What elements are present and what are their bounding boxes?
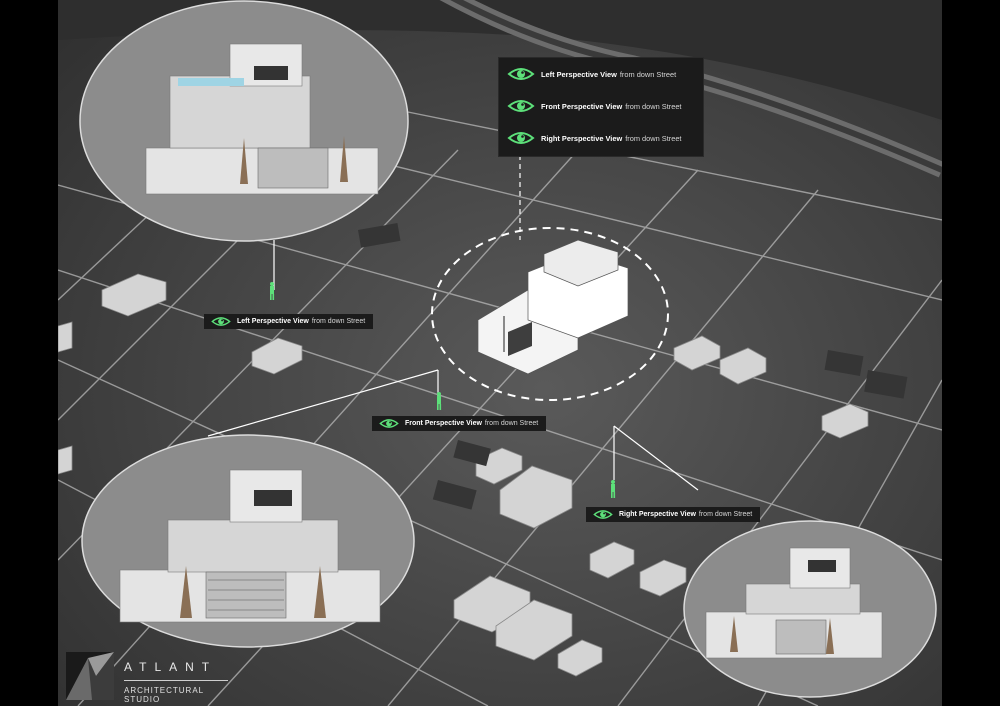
front-view-label: Front Perspective View from down Street: [372, 416, 547, 431]
left-view-bubble: [79, 0, 409, 242]
studio-logo: ATLANT ARCHITECTURAL STUDIO: [66, 652, 236, 704]
logo-divider: [124, 680, 228, 681]
eye-icon: [379, 419, 399, 428]
legend-item-title: Front Perspective View: [541, 101, 623, 111]
view-label-subtitle: from down Street: [484, 420, 539, 427]
view-label-subtitle: from down Street: [311, 318, 366, 325]
person-icon: [611, 480, 616, 498]
eye-icon: [507, 68, 535, 80]
right-frame-bar: [942, 0, 1000, 706]
right-view-label: Right Perspective View from down Street: [586, 507, 761, 522]
left-view-label: Left Perspective View from down Street: [204, 314, 374, 329]
view-label-title: Front Perspective View: [405, 420, 482, 427]
left-frame-bar: [0, 0, 58, 706]
legend-item-title: Right Perspective View: [541, 133, 623, 143]
legend-item-right: Right Perspective View from down Street: [507, 128, 681, 148]
neighbour-buildings: [58, 223, 908, 677]
person-icon: [437, 392, 442, 410]
eye-icon: [593, 510, 613, 519]
legend-item-title: Left Perspective View: [541, 69, 617, 79]
view-label-subtitle: from down Street: [698, 511, 753, 518]
logo-subtitle: ARCHITECTURAL STUDIO: [124, 686, 204, 704]
legend-item-subtitle: from down Street: [625, 133, 682, 143]
view-label-title: Right Perspective View: [619, 511, 696, 518]
person-icon: [270, 282, 275, 300]
right-view-bubble: [683, 520, 937, 698]
eye-icon: [507, 132, 535, 144]
view-connectors: [207, 155, 699, 491]
eye-icon: [211, 317, 231, 326]
site-model: [431, 227, 669, 401]
view-legend: Left Perspective View from down Street F…: [498, 57, 704, 157]
view-label-title: Left Perspective View: [237, 318, 309, 325]
eye-icon: [507, 100, 535, 112]
legend-item-front: Front Perspective View from down Street: [507, 96, 681, 116]
legend-item-subtitle: from down Street: [625, 101, 682, 111]
legend-item-left: Left Perspective View from down Street: [507, 64, 676, 84]
logo-name: ATLANT: [124, 660, 218, 674]
legend-item-subtitle: from down Street: [619, 69, 677, 79]
logo-mark-icon: [66, 652, 114, 700]
person-markers: [270, 282, 616, 498]
front-view-bubble: [81, 434, 415, 648]
